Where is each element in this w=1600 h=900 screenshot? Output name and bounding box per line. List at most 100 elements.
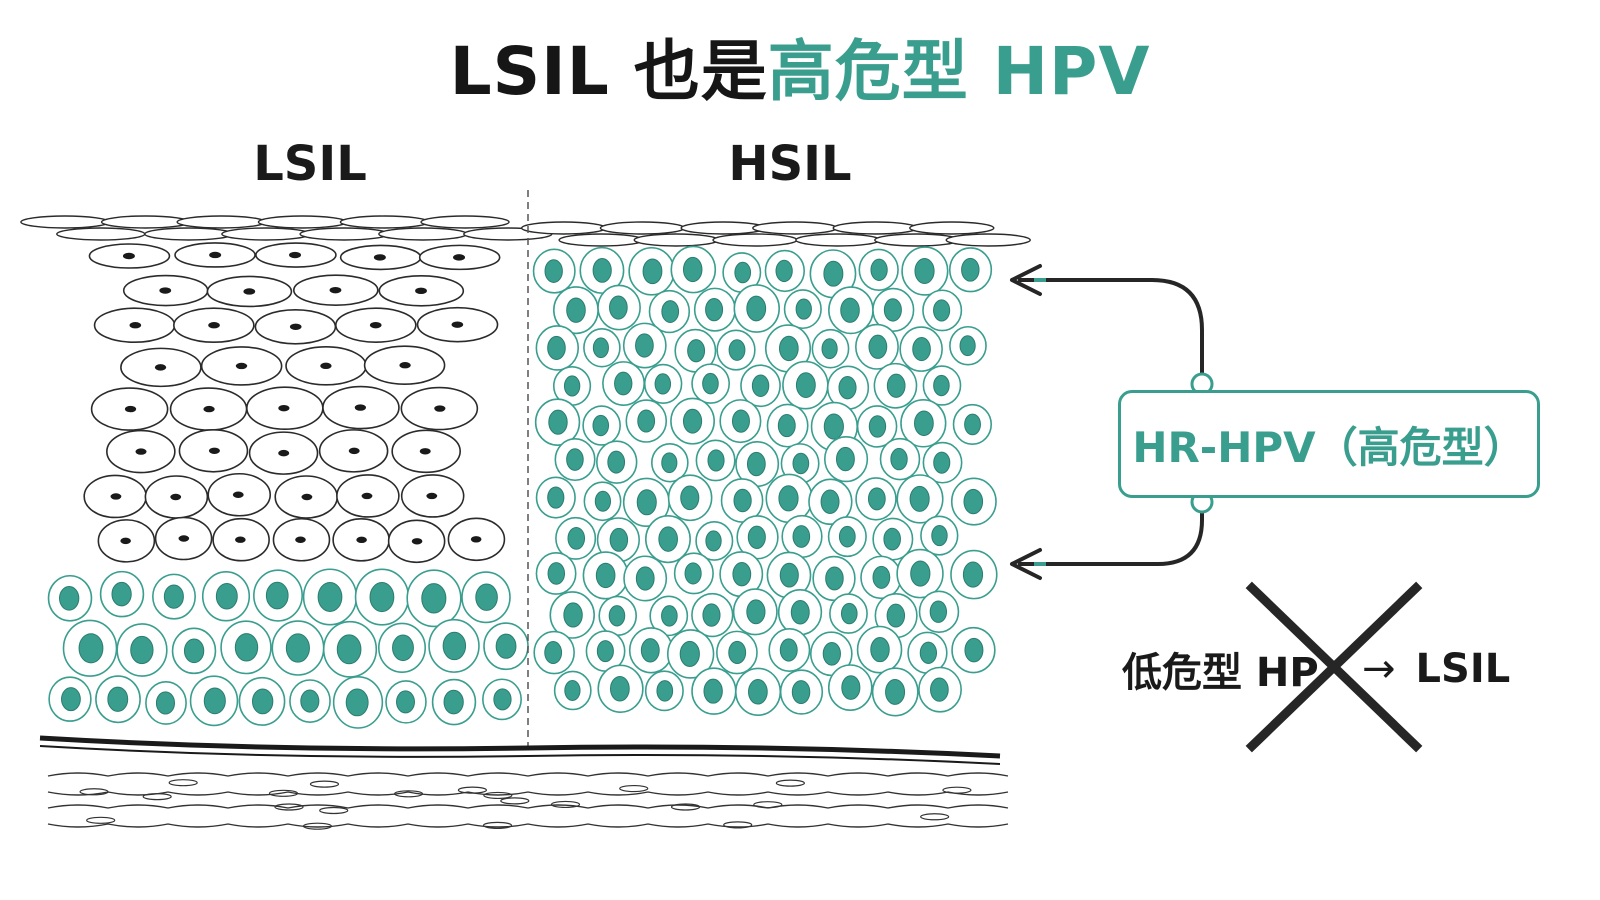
cell-nucleus [731,409,750,433]
cell-nucleus [317,581,343,612]
stroma-cell [302,822,333,830]
cell-nucleus [883,298,902,322]
cell-nucleus [703,678,723,704]
cell-nucleus [820,489,840,515]
cell-nucleus [251,688,274,715]
cell-nucleus [434,405,446,412]
cell-nucleus [883,527,901,551]
cell-nucleus [566,448,584,471]
cell-nucleus [790,599,810,625]
cell-nucleus [705,530,722,552]
cell-nucleus [778,485,799,512]
cell-nucleus [544,259,563,283]
cell-nucleus [451,321,464,328]
cell-nucleus [124,405,137,413]
stroma-cell [268,789,299,797]
cell-nucleus [732,562,752,587]
stroma-fiber [47,772,1009,777]
cell-nucleus [679,640,700,668]
stroma-cell [319,806,349,815]
cell-nucleus [548,409,568,435]
cell-nucleus [654,373,672,395]
cell-nucleus [868,334,888,359]
cell-nucleus [933,374,950,397]
cell-nucleus [129,322,142,329]
basement-line [39,735,1001,759]
squamous-cell [420,215,510,229]
cell-nucleus [544,641,563,665]
stroma-cell [723,821,753,829]
cell-nucleus [453,254,466,261]
cell-nucleus [747,525,766,549]
cell-nucleus [563,602,583,628]
cell-nucleus [234,633,259,662]
cell-nucleus [640,638,660,663]
cell-nucleus [791,680,811,704]
cell-nucleus [822,642,841,666]
squamous-cell [945,233,1031,247]
cell-nucleus [746,599,766,625]
cell-nucleus [821,338,838,360]
cell-nucleus [178,535,190,542]
squamous-cell [100,215,191,229]
cell-nucleus [748,679,768,705]
squamous-cell [909,221,995,235]
cell-nucleus [592,414,610,437]
stroma-cell [550,800,581,809]
basement-membrane [39,735,1001,765]
cell-nucleus [734,261,752,284]
cell-nucleus [687,339,706,363]
cell-nucleus [203,687,226,715]
low-risk-statement: 低危型 HPV → LSIL [1122,640,1510,698]
cell-nucleus [111,581,132,607]
stroma-cell [920,813,950,821]
squamous-cell [56,227,146,241]
stroma-cell [142,793,172,801]
cell-nucleus [289,323,302,330]
cell-nucleus [702,603,721,627]
cell-nucleus [684,562,702,585]
cell-nucleus [120,537,131,545]
cell-nucleus [493,688,512,711]
cell-nucleus [705,298,724,322]
cell-nucleus [59,585,80,611]
low-risk-target: LSIL [1415,646,1511,692]
cell-nucleus [563,375,581,397]
cell-nucleus [411,538,423,545]
squamous-cell [20,215,110,229]
cell-nucleus [159,287,172,294]
cell-nucleus [870,636,890,663]
cell-nucleus [919,641,938,664]
cell-nucleus [728,339,746,361]
cell-nucleus [442,631,467,661]
cell-nucleus [278,404,290,412]
cell-nucleus [607,450,626,474]
cell-nucleus [329,286,342,294]
cell-nucleus [163,584,184,609]
cell-nucleus [795,372,816,398]
cell-nucleus [345,688,369,717]
stroma-cell [775,779,805,787]
cell-nucleus [300,689,320,713]
hr-hpv-callout: HR-HPV（高危型） [1118,390,1540,498]
cell-nucleus [278,449,290,457]
cell-nucleus [963,488,984,515]
cell-nucleus [235,536,246,543]
cell-nucleus [885,678,906,705]
cell-nucleus [295,536,306,543]
squamous-cell [144,227,234,241]
cell-nucleus [567,527,586,550]
cell-nucleus [443,689,464,715]
cell-nucleus [61,687,81,712]
cell-nucleus [495,633,517,659]
cell-nucleus [914,410,934,437]
stroma-fiber [47,804,1009,809]
cell-nucleus [779,562,799,588]
cell-nucleus [354,404,366,411]
cell-nucleus [243,288,256,295]
cell-nucleus [392,634,414,662]
squamous-cell [378,227,468,241]
stroma-cell [482,821,513,829]
cell-nucleus [636,489,657,516]
cell-nucleus [909,485,930,512]
